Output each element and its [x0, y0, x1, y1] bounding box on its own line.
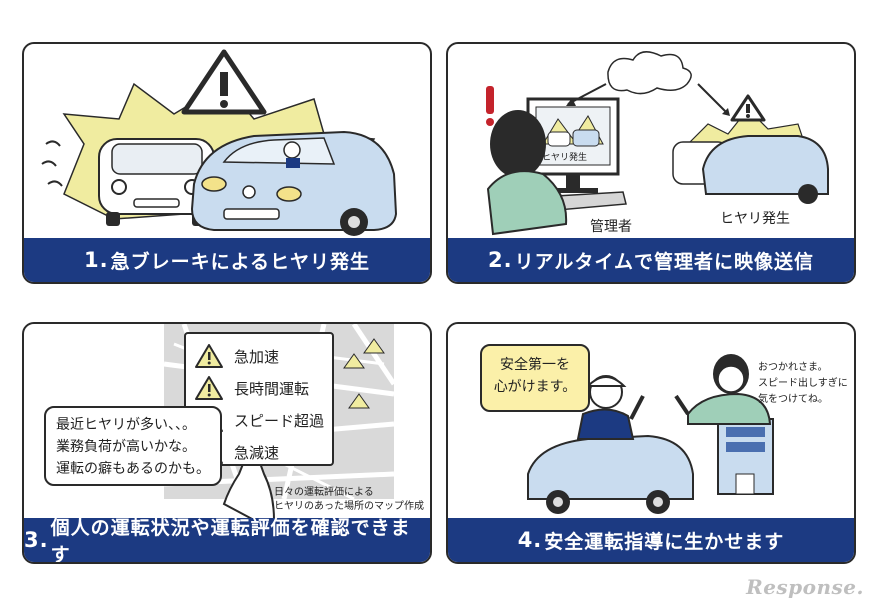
- warning-icon: [195, 376, 223, 400]
- thought-line: 業務負荷が高いかな。: [56, 439, 196, 455]
- alert-label: スピード超過: [234, 411, 325, 430]
- panel-1-illustration: [41, 49, 398, 236]
- alert-item: 急加速: [194, 340, 324, 372]
- thought-line: 最近ヒヤリが多い、、。: [56, 417, 196, 433]
- alert-label: 急減速: [234, 443, 280, 462]
- panel-4: 安全第一を 心がけます。 おつかれさま。 スピード出しすぎに 気をつけてね。 4…: [446, 322, 856, 564]
- thought-bubble: 最近ヒヤリが多い、、。 業務負荷が高いかな。 運転の癖もあるのかも。: [44, 406, 222, 486]
- manager-speech-line: おつかれさま。: [758, 362, 828, 373]
- warning-icon: [195, 344, 223, 368]
- alert-label: 急加速: [234, 347, 280, 366]
- manager-speech: おつかれさま。 スピード出しすぎに 気をつけてね。: [758, 360, 848, 408]
- caption-text: リアルタイムで管理者に映像送信: [514, 250, 815, 273]
- monitor-label: ヒヤリ発生: [542, 153, 588, 163]
- panel-2-illustration: [486, 51, 829, 236]
- response-logo: Response.: [746, 575, 864, 599]
- caption-bar-2: 2. リアルタイムで管理者に映像送信: [448, 238, 854, 282]
- alert-item: 長時間運転: [194, 372, 324, 404]
- panel-2: ヒヤリ発生 管理者 ヒヤリ発生 2. リアルタイムで管理者に映像送信: [446, 42, 856, 284]
- panel-1: 1. 急ブレーキによるヒヤリ発生: [22, 42, 432, 284]
- caption-number: 4.: [517, 528, 543, 552]
- caption-number: 1.: [83, 248, 109, 272]
- caption-bar-3: 3. 個人の運転状況や運転評価を確認できます: [24, 517, 430, 562]
- incident-label: ヒヤリ発生: [720, 211, 790, 227]
- driver-speech-bubble: 安全第一を 心がけます。: [480, 344, 590, 412]
- map-note-line: 日々の運転評価による: [274, 487, 374, 498]
- panel-3: 急加速 長時間運転 スピード超過 急減速 最近ヒヤリが多い、、。 業務負荷が高い…: [22, 322, 432, 564]
- blue-car: [190, 130, 398, 236]
- caption-text: 個人の運転状況や運転評価を確認できます: [50, 517, 411, 564]
- driver-speech-line: 心がけます。: [493, 379, 577, 395]
- caption-number: 2.: [487, 248, 513, 272]
- manager-label: 管理者: [590, 219, 632, 235]
- caption-bar-1: 1. 急ブレーキによるヒヤリ発生: [24, 238, 430, 282]
- thought-line: 運転の癖もあるのかも。: [56, 461, 210, 477]
- map-note: 日々の運転評価による ヒヤリのあった場所のマップ作成: [274, 486, 424, 514]
- driver-speech-line: 安全第一を: [500, 357, 570, 373]
- caption-number: 3.: [24, 528, 49, 552]
- caption-text: 安全運転指導に生かせます: [544, 530, 785, 553]
- alert-label: 長時間運転: [234, 379, 310, 398]
- map-note-line: ヒヤリのあった場所のマップ作成: [274, 501, 424, 512]
- manager-speech-line: 気をつけてね。: [758, 394, 828, 405]
- caption-text: 急ブレーキによるヒヤリ発生: [110, 250, 371, 273]
- caption-bar-4: 4. 安全運転指導に生かせます: [448, 518, 854, 562]
- panel-4-illustration: [527, 354, 774, 514]
- manager-speech-line: スピード出しすぎに: [758, 378, 848, 389]
